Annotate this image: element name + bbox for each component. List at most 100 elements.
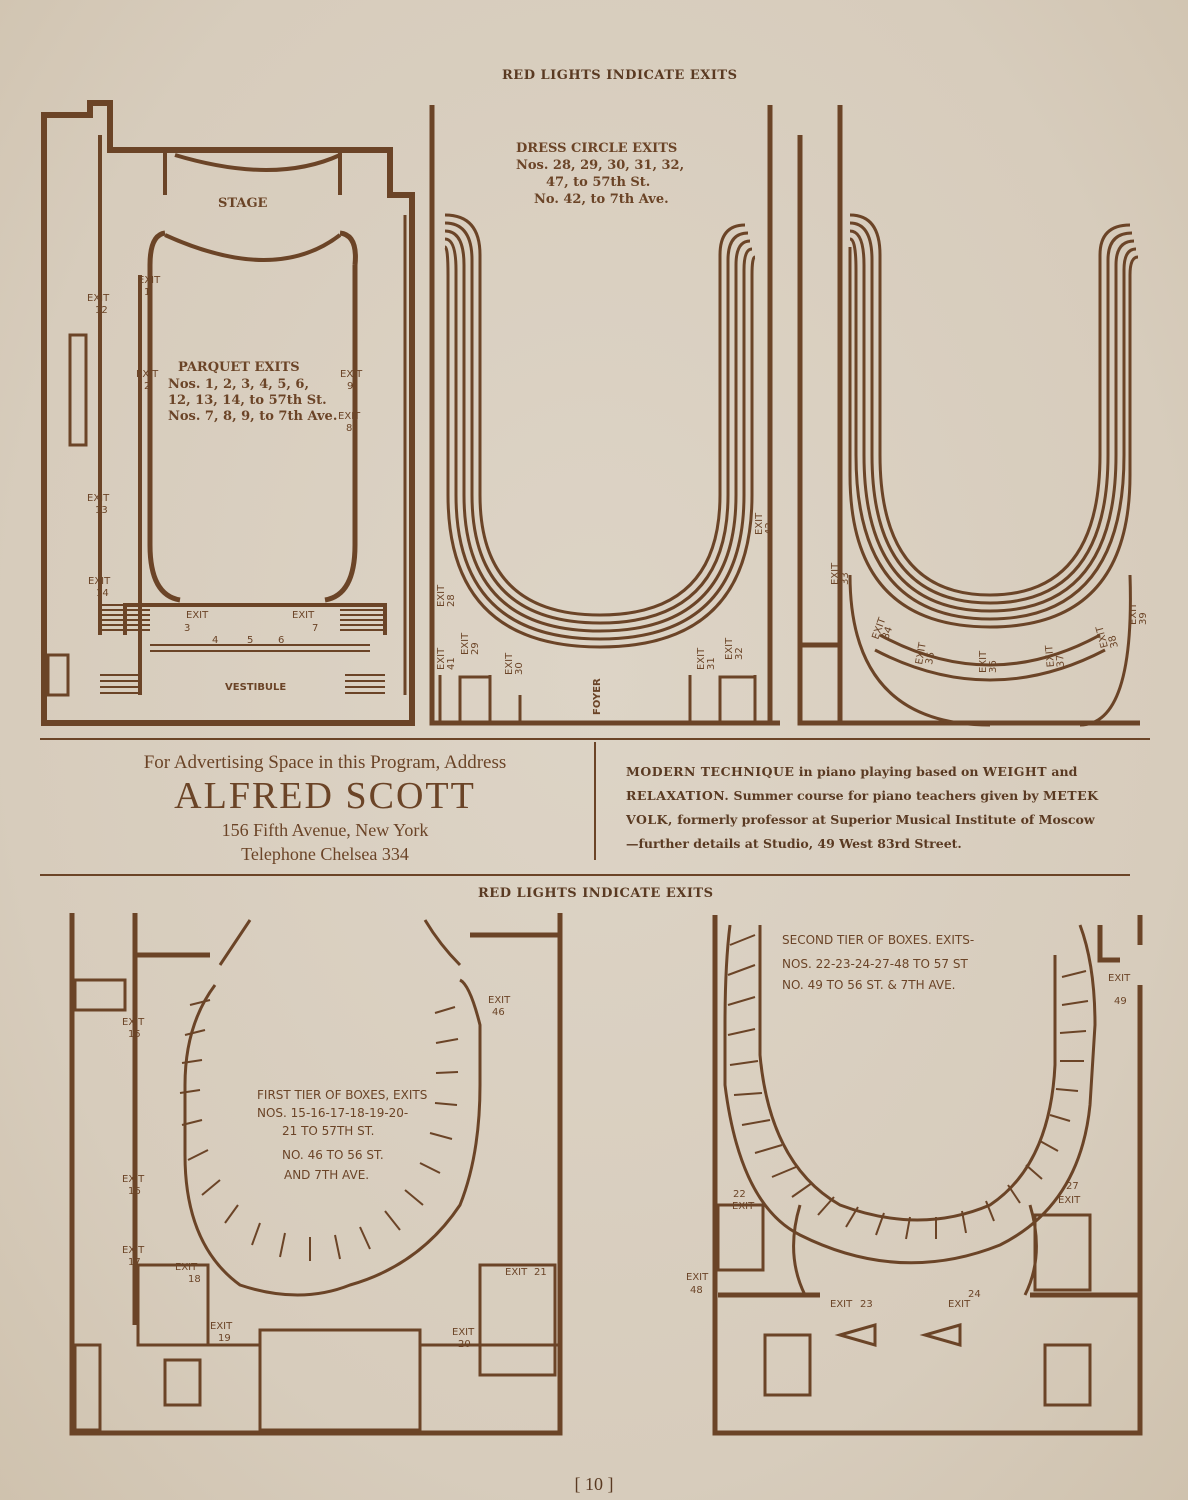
exit-14-number: 14 <box>96 588 109 599</box>
top-header: RED LIGHTS INDICATE EXITS <box>502 68 738 83</box>
dress-circle-line3: No. 42, to 7th Ave. <box>534 192 669 207</box>
exit-22-number: 22 <box>733 1189 746 1200</box>
exit-18-number: 18 <box>188 1274 201 1285</box>
exit-15-number: 15 <box>128 1029 141 1040</box>
second-tier-box-dividers <box>727 934 1089 1240</box>
second-tier-exit-labels: 22 EXIT EXIT 23 EXIT 24 27 EXIT EXIT 48 … <box>686 973 1131 1310</box>
divider-horizontal-bottom <box>40 874 1130 876</box>
exit-9-word: EXIT <box>340 369 363 380</box>
exit-22-word: EXIT <box>732 1201 755 1212</box>
ad-phone: Telephone Chelsea 334 <box>241 844 409 864</box>
exit-39-word: EXIT <box>1128 602 1139 625</box>
parquet-floor-plan: STAGE VESTIBULE PARQUET EXITS Nos. 1, 2,… <box>41 100 415 726</box>
divider-vertical <box>594 742 596 860</box>
exit-41-number: 41 <box>446 657 457 670</box>
stage-label: STAGE <box>218 196 268 211</box>
exit-3-word: EXIT <box>186 610 209 621</box>
ad-kw-volk: VOLK, <box>626 812 673 827</box>
exit-24-word: EXIT <box>948 1299 971 1310</box>
exit-29-number: 29 <box>470 642 481 655</box>
exit-48-number: 48 <box>690 1285 703 1296</box>
exit-19-number: 19 <box>218 1333 231 1344</box>
exit-31-number: 31 <box>706 657 717 670</box>
ad-text-2: and <box>1047 764 1078 779</box>
exit-36-number: 36 <box>988 660 999 673</box>
exit-38-number: 38 <box>1107 634 1121 649</box>
exit-46-number: 46 <box>492 1007 505 1018</box>
ad-kw-weight: WEIGHT <box>982 764 1048 779</box>
parquet-exits-line1: Nos. 1, 2, 3, 4, 5, 6, <box>168 377 309 392</box>
exit-33-number: 33 <box>840 572 851 585</box>
dress-circle-line1: Nos. 28, 29, 30, 31, 32, <box>516 158 684 173</box>
exit-33-word: EXIT <box>830 562 841 585</box>
ad-address: 156 Fifth Avenue, New York <box>221 820 429 840</box>
exit-27-word: EXIT <box>1058 1195 1081 1206</box>
ad-name: ALFRED SCOTT <box>174 775 476 817</box>
exit-6-number: 6 <box>278 635 284 646</box>
first-tier-line1: FIRST TIER OF BOXES, EXITS <box>257 1088 427 1102</box>
first-tier-box-dividers <box>179 999 459 1261</box>
exit-19-word: EXIT <box>210 1321 233 1332</box>
exit-21-number: 21 <box>534 1267 547 1278</box>
exit-36-word: EXIT <box>978 650 989 673</box>
exit-37-number: 37 <box>1055 654 1067 668</box>
ad-kw-modern-technique: MODERN TECHNIQUE <box>626 764 795 779</box>
exit-23-number: 23 <box>860 1299 873 1310</box>
advertising-notice: For Advertising Space in this Program, A… <box>60 752 590 866</box>
exit-49-word: EXIT <box>1108 973 1131 984</box>
exit-8-number: 8 <box>346 423 352 434</box>
exit-30-number: 30 <box>514 662 525 675</box>
second-tier-line3: NO. 49 TO 56 ST. & 7TH AVE. <box>782 978 956 992</box>
exit-20-word: EXIT <box>452 1327 475 1338</box>
exit-7-number: 7 <box>312 623 318 634</box>
exit-1-number: 1 <box>144 287 150 298</box>
exit-42-word: EXIT <box>754 512 765 535</box>
piano-technique-ad: MODERN TECHNIQUE in piano playing based … <box>626 760 1126 856</box>
exit-2-number: 2 <box>144 381 150 392</box>
second-tier-plan: SECOND TIER OF BOXES. EXITS- NOS. 22-23-… <box>686 915 1143 1436</box>
vestibule-label: VESTIBULE <box>225 682 286 693</box>
ad-line1: For Advertising Space in this Program, A… <box>143 752 507 773</box>
page-number: [ 10 ] <box>574 1474 614 1494</box>
exit-23-word: EXIT <box>830 1299 853 1310</box>
exit-20-number: 20 <box>458 1339 471 1350</box>
exit-18-word: EXIT <box>175 1262 198 1273</box>
ad-text-3: Summer course for piano teachers given b… <box>729 788 1043 803</box>
exit-39-number: 39 <box>1138 612 1149 625</box>
exit-28-number: 28 <box>446 594 457 607</box>
exit-7-word: EXIT <box>292 610 315 621</box>
bottom-header: RED LIGHTS INDICATE EXITS <box>478 886 714 901</box>
dress-circle-title: DRESS CIRCLE EXITS <box>516 141 677 156</box>
ad-kw-metek: METEK <box>1042 788 1099 803</box>
ad-text-1: in piano playing based on <box>794 764 983 779</box>
first-tier-line4: NO. 46 TO 56 ST. <box>282 1148 384 1162</box>
exit-1-word: EXIT <box>138 275 161 286</box>
exit-13-number: 13 <box>95 505 108 516</box>
exit-16-word: EXIT <box>122 1174 145 1185</box>
exit-4-number: 4 <box>212 635 218 646</box>
exit-30-word: EXIT <box>504 652 515 675</box>
exit-15-word: EXIT <box>122 1017 145 1028</box>
exit-49-number: 49 <box>1114 996 1127 1007</box>
exit-16-number: 16 <box>128 1186 141 1197</box>
divider-horizontal-top <box>40 738 1150 740</box>
parquet-exits-line2: 12, 13, 14, to 57th St. <box>168 393 327 408</box>
parquet-exit-labels: EXIT 1 EXIT 2 EXIT 12 EXIT 13 EXIT 14 EX… <box>87 275 363 646</box>
exit-14-word: EXIT <box>88 576 111 587</box>
exit-12-number: 12 <box>95 305 108 316</box>
dress-circle-line2: 47, to 57th St. <box>546 175 650 190</box>
foyer-label: FOYER <box>592 678 603 715</box>
exit-17-number: 17 <box>128 1257 141 1268</box>
first-tier-plan: FIRST TIER OF BOXES, EXITS NOS. 15-16-17… <box>69 913 563 1436</box>
exit-5-number: 5 <box>247 635 253 646</box>
ad-text-5: —further details at Studio, 49 West 83rd… <box>626 836 962 851</box>
exit-34-number: 34 <box>880 625 895 641</box>
exit-12-word: EXIT <box>87 293 110 304</box>
parquet-exits-title: PARQUET EXITS <box>178 360 300 375</box>
dress-circle-plan-left: DRESS CIRCLE EXITS Nos. 28, 29, 30, 31, … <box>429 105 780 726</box>
dress-circle-exit-labels: EXIT 28 EXIT 41 EXIT 29 EXIT 30 EXIT 31 … <box>436 512 775 675</box>
exit-2-word: EXIT <box>136 369 159 380</box>
dress-circle-plan-right: EXIT 33 EXIT 34 EXIT 35 EXIT 36 EXIT 37 … <box>797 105 1149 727</box>
exit-32-word: EXIT <box>724 637 735 660</box>
